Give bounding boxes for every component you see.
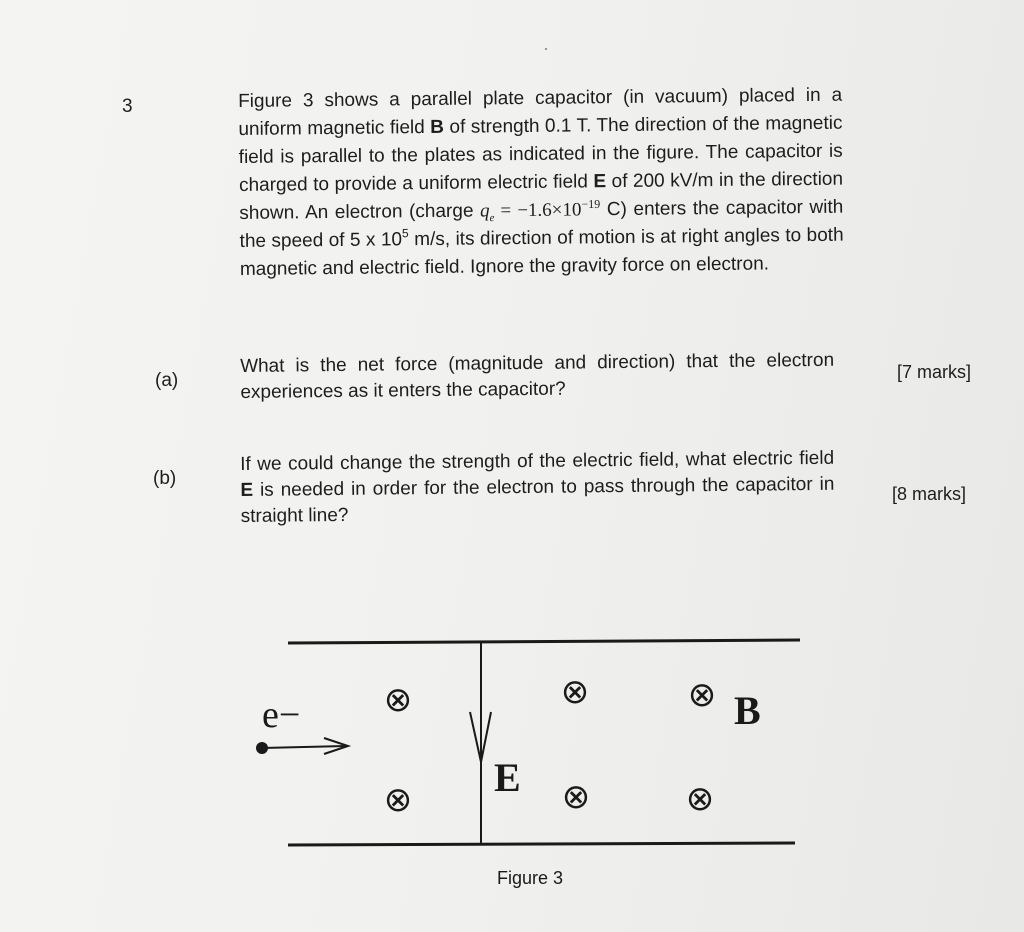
part-b-marks: [8 marks]	[892, 484, 967, 504]
speck	[545, 48, 547, 50]
figure-caption: Figure 3	[497, 868, 563, 888]
b-into-page-icon: ⊗	[384, 780, 413, 820]
question-number: 3	[122, 96, 133, 117]
b-field-label: B	[734, 688, 761, 733]
b-into-page-icon: ⊗	[686, 779, 715, 819]
b-into-page-icon: ⊗	[561, 672, 590, 712]
bottom-plate	[287, 841, 796, 847]
b-into-page-icon: ⊗	[688, 675, 717, 715]
b-into-page-icon: ⊗	[384, 680, 413, 720]
part-b-label: (b)	[153, 468, 177, 489]
top-plate	[287, 638, 801, 645]
electron-label: e−	[262, 694, 300, 736]
b-into-page-icon: ⊗	[562, 777, 591, 817]
electron-icon	[256, 737, 352, 755]
part-a-marks: [7 marks]	[897, 362, 972, 382]
part-a-label: (a)	[155, 370, 179, 391]
e-field-arrowhead	[469, 711, 492, 763]
e-field-label: E	[494, 755, 521, 800]
